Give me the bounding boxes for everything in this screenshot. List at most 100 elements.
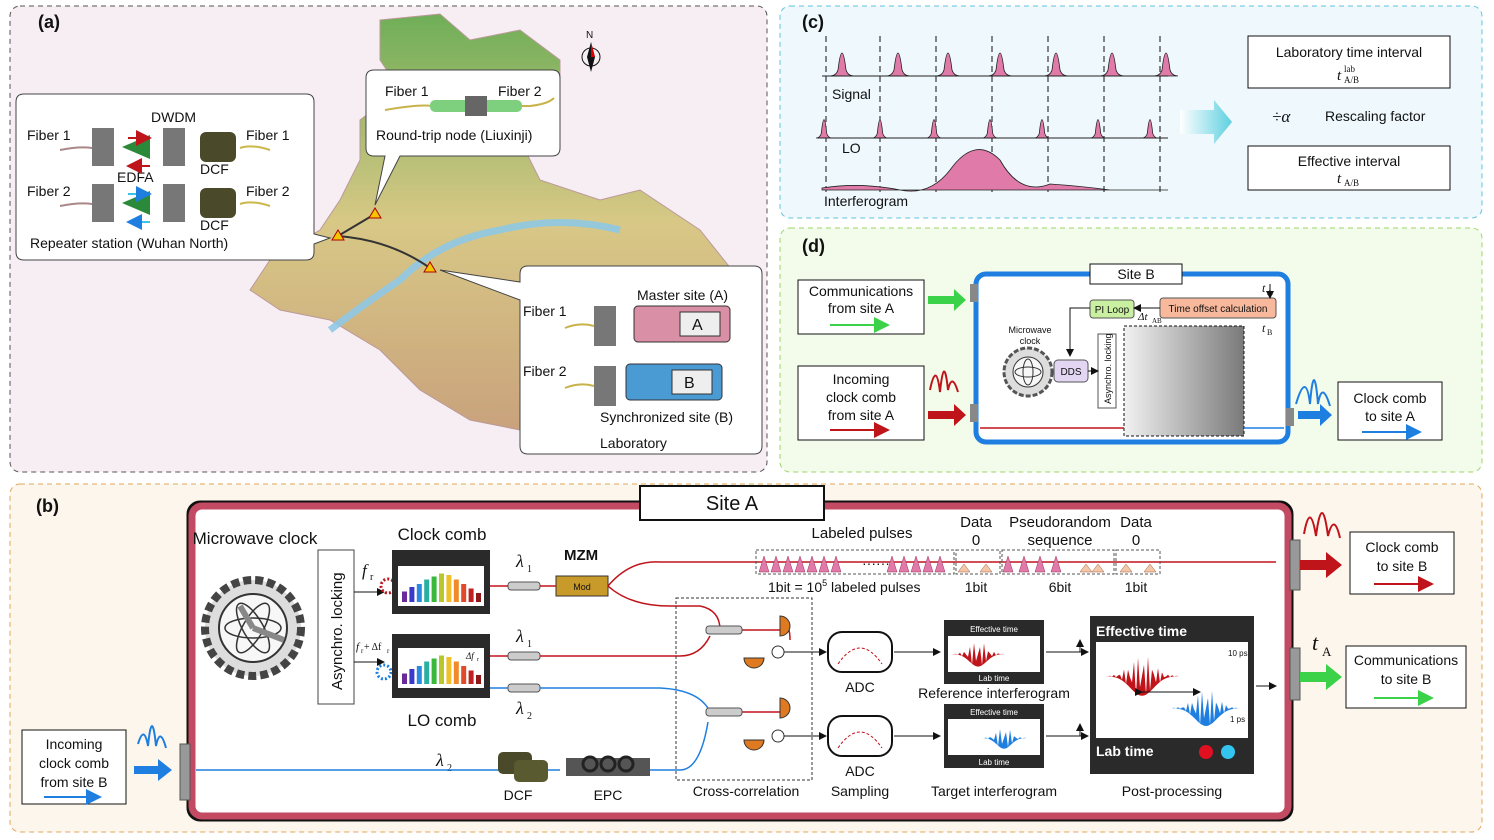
- lab-t-symbol: t: [1337, 68, 1342, 84]
- node-fiber1-label: Fiber 1: [385, 83, 429, 99]
- panel-c-waveforms: [815, 36, 1179, 196]
- node-caption: Round-trip node (Liuxinji): [376, 127, 532, 143]
- mzm-label: MZM: [564, 547, 598, 564]
- d-microwave-clock-icon: [1002, 346, 1054, 398]
- lab-t-sup: lab: [1344, 64, 1355, 74]
- fiber-route: [337, 235, 431, 269]
- synced-site-b-letter: B: [684, 375, 695, 392]
- lo-comb-bar-7: [453, 661, 459, 684]
- clock-to-b-line2: to site B: [1377, 558, 1428, 574]
- site-a-title-box: [639, 485, 825, 521]
- green-arrow-out: [1300, 664, 1342, 690]
- lo-comb-bar-5: [439, 655, 444, 684]
- synced-site-b-box: [671, 369, 713, 395]
- incoming-b-line3: from site B: [41, 774, 108, 790]
- repeater-dcf-top: DCF: [200, 161, 229, 177]
- fr-symbol: f: [362, 561, 369, 580]
- tA-symbol: t: [1312, 630, 1319, 655]
- red-pulse-icon-b: [1303, 512, 1341, 539]
- repeater-dwdm-label: DWDM: [151, 109, 196, 125]
- repeater-hardware: [59, 128, 271, 230]
- lab-fiber1-label: Fiber 1: [523, 303, 567, 319]
- site-b-faded-hardware: [1123, 325, 1245, 437]
- river: [327, 219, 621, 333]
- panel-c-arrow: [1180, 100, 1232, 144]
- map-pin-repeater: [331, 229, 345, 241]
- adc-2-label: ADC: [845, 763, 875, 779]
- clock-comb-label: Clock comb: [398, 525, 487, 544]
- lo-label: LO: [842, 140, 861, 156]
- d-microwave-line1: Microwave: [1008, 325, 1051, 335]
- lambda1-mid: λ: [515, 626, 524, 646]
- post-blue-wave: [1172, 690, 1240, 726]
- eff-interval-label: Effective interval: [1298, 153, 1400, 169]
- low-pulse-0: [957, 563, 971, 573]
- pseudo-box: [1001, 549, 1115, 575]
- post-red-indicator: [1199, 745, 1213, 759]
- node-fiber2-label: Fiber 2: [498, 83, 542, 99]
- blue-arrow-in-b: [134, 759, 172, 781]
- tA-sub: A: [1322, 644, 1332, 659]
- clock-comb-bar-5: [439, 573, 444, 602]
- incoming-b-line1: Incoming: [46, 736, 103, 752]
- delta-t-sub: AB: [1152, 317, 1162, 325]
- pi-loop-label: PI Loop: [1095, 305, 1130, 316]
- repeater-fiber2-right: Fiber 2: [246, 183, 290, 199]
- lo-pulse-2: [925, 119, 943, 139]
- lambda1-mid-sub: 1: [527, 639, 532, 650]
- mzm-mod-label: Mod: [573, 582, 591, 592]
- comm-to-b-line2: to site B: [1381, 671, 1432, 687]
- lo-comb-bar-10: [476, 675, 481, 684]
- eff-t-symbol: t: [1337, 171, 1342, 187]
- lo-comb-gear-icon: [375, 663, 393, 681]
- signal-pulse-2: [935, 52, 961, 77]
- lo-comb-bar-9: [468, 670, 474, 684]
- low-pulse-5: [1143, 563, 1157, 573]
- eff-t-sub: A/B: [1344, 178, 1359, 188]
- blue-pulse-icon-b: [137, 725, 167, 749]
- fr2-plus-sub: r: [387, 647, 390, 655]
- site-b-title-box: [1089, 263, 1183, 285]
- asynchro-locking-label: Asynchro. locking: [329, 572, 346, 690]
- panel-c: (c) Signal LO Interferogram Laboratory t…: [779, 5, 1483, 219]
- lo-comb-bar-6: [446, 657, 452, 684]
- node-callout: Fiber 1 Fiber 2 Round-trip node (Liuxinj…: [365, 69, 561, 206]
- master-site-a-box: [679, 311, 721, 337]
- clock-to-a-box: [1337, 381, 1443, 441]
- labeled-pulse-left-1: [770, 555, 782, 573]
- clock-comb-bar-9: [468, 588, 474, 602]
- seq-pulse-2: [1034, 555, 1046, 573]
- lambda1-top-sub: 1: [527, 564, 532, 575]
- lab-master-label: Master site (A): [637, 287, 728, 303]
- data0-a-value: 0: [972, 532, 980, 549]
- seq-pulse-1: [1018, 555, 1030, 573]
- compass-icon: N: [581, 30, 601, 72]
- lo-pulse-1: [871, 119, 889, 139]
- labeled-pulse-right-1: [898, 555, 910, 573]
- data0-box-a: [955, 549, 1001, 575]
- red-arrow-out: [1300, 552, 1342, 578]
- d-port-top-left: [970, 284, 978, 302]
- dds-label: DDS: [1060, 367, 1081, 378]
- delta-fr-symbol: Δf: [465, 651, 475, 661]
- incoming-from-a-box: [797, 365, 925, 441]
- lab-callout: Fiber 1 Fiber 2 Master site (A) Synchron…: [439, 265, 763, 455]
- d-port-bottom-left: [970, 404, 978, 422]
- labeled-pulse-right-4: [934, 555, 946, 573]
- post-processing-label: Post-processing: [1122, 783, 1222, 799]
- labeled-pulse-left-6: [830, 555, 842, 573]
- filter-3: [507, 683, 541, 693]
- repeater-fiber1-left: Fiber 1: [27, 127, 71, 143]
- low-pulse-4: [1119, 563, 1133, 573]
- ref-interf-label: Reference interferogram: [918, 685, 1070, 701]
- target-interf-label: Target interferogram: [931, 783, 1057, 799]
- interferogram-label: Interferogram: [824, 193, 908, 209]
- target-lab-time: Lab time: [979, 758, 1010, 767]
- lo-comb-spectrum-icon: [402, 655, 481, 684]
- incoming-from-b-box: [21, 729, 127, 805]
- data0-box-b: [1115, 549, 1161, 575]
- clock-comb-bar-10: [476, 593, 481, 602]
- incoming-b-line2: clock comb: [39, 755, 109, 771]
- lambda2-bottom: λ: [435, 750, 444, 770]
- clock-to-a-line1: Clock comb: [1353, 390, 1426, 406]
